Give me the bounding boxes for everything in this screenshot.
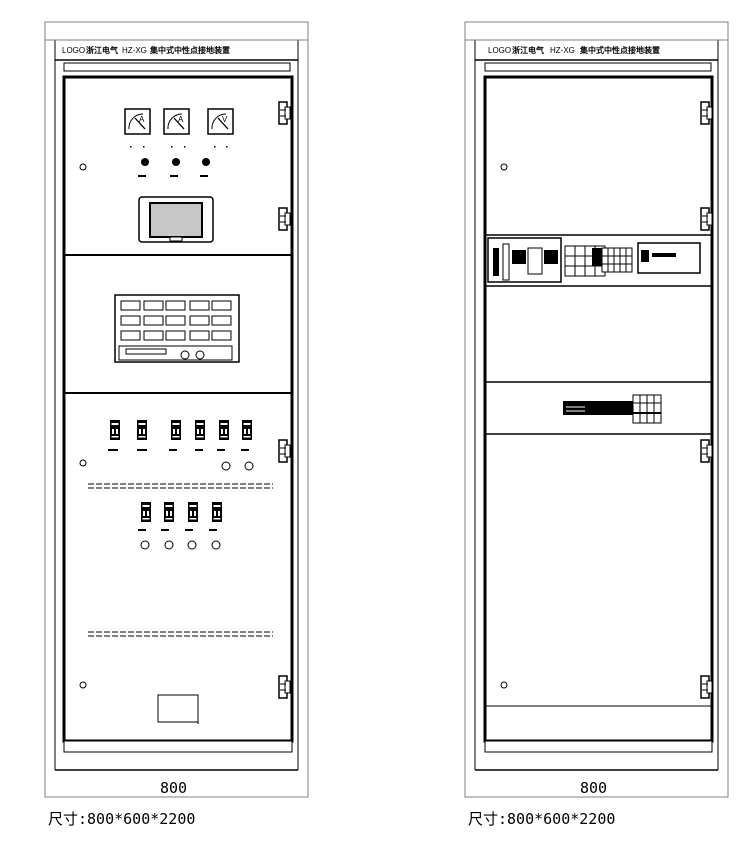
din-rail-plate-1 xyxy=(485,234,712,287)
svg-text:V: V xyxy=(222,115,228,124)
svg-text:A: A xyxy=(139,115,145,124)
header-model: HZ-XG xyxy=(122,46,147,55)
lock-icon xyxy=(79,163,87,171)
svg-text:A: A xyxy=(178,115,184,124)
right-cabinet: LOGO 浙江电气 HZ-XG 集中式中性点接地装置 xyxy=(464,21,729,828)
header-logo: LOGO xyxy=(488,46,511,55)
width-dimension: 800 xyxy=(160,779,187,797)
size-note: 尺寸:800*600*2200 xyxy=(468,810,615,828)
header-product: 集中式中性点接地装置 xyxy=(579,45,660,55)
header-model: HZ-XG xyxy=(550,46,575,55)
nameplate xyxy=(157,694,199,723)
width-dimension: 800 xyxy=(580,779,607,797)
lock-icon xyxy=(500,163,508,171)
header-company: 浙江电气 xyxy=(86,45,118,55)
lock-icon xyxy=(500,681,508,689)
left-cabinet: LOGO 浙江电气 HZ-XG 集中式中性点接地装置 A A V xyxy=(44,21,309,828)
indicator-light xyxy=(172,158,180,166)
size-note: 尺寸:800*600*2200 xyxy=(48,810,195,828)
header-logo: LOGO xyxy=(62,46,85,55)
header-product: 集中式中性点接地装置 xyxy=(149,45,230,55)
protection-relay-keypad xyxy=(114,294,240,363)
indicator-light xyxy=(202,158,210,166)
ammeter-1: A xyxy=(124,108,151,135)
ammeter-2: A xyxy=(163,108,190,135)
voltmeter: V xyxy=(207,108,234,135)
din-rail-plate-2 xyxy=(485,381,712,435)
lock-icon xyxy=(79,681,87,689)
header-company: 浙江电气 xyxy=(512,45,544,55)
hmi-touchscreen xyxy=(138,196,214,243)
breaker-row-1 xyxy=(108,420,254,471)
indicator-light xyxy=(141,158,149,166)
lock-icon xyxy=(79,459,87,467)
breaker-row-2 xyxy=(138,502,222,550)
